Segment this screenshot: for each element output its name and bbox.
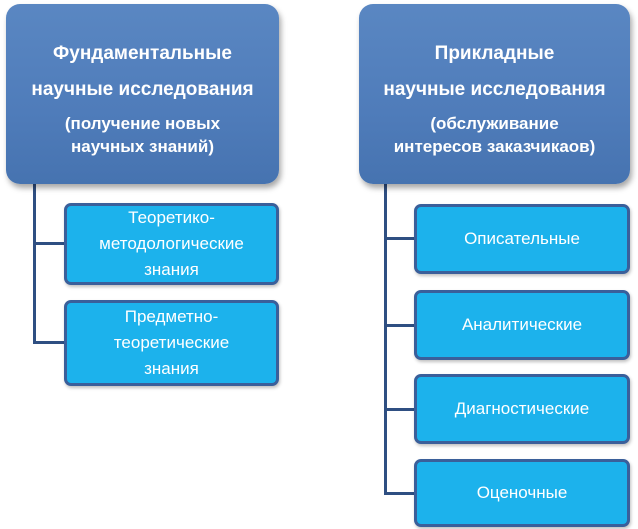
fundamental-research-subtitle-line-2: научных знаний) xyxy=(70,137,214,156)
diagnostic-box: Диагностические xyxy=(414,374,630,444)
child-label-line: методологические xyxy=(99,234,244,253)
applied-research-header: Прикладные научные исследования (обслужи… xyxy=(359,4,630,184)
right-tree-trunk xyxy=(384,184,387,495)
theoretical-methodological-knowledge-box: Теоретико- методологические знания xyxy=(64,203,279,285)
child-label-line: знания xyxy=(144,260,199,279)
child-label-line: знания xyxy=(144,359,199,378)
left-tree-trunk xyxy=(33,184,36,344)
fundamental-research-title-line-1: Фундаментальные xyxy=(53,43,232,64)
child-label-line: Диагностические xyxy=(454,399,590,418)
fundamental-research-header: Фундаментальные научные исследования (по… xyxy=(6,4,279,184)
applied-research-subtitle-line-1: (обслуживание xyxy=(430,114,559,133)
left-tree-branch-0 xyxy=(33,242,64,245)
left-tree-branch-1 xyxy=(33,341,64,344)
child-label-line: Описательные xyxy=(464,229,580,248)
child-label-line: Теоретико- xyxy=(128,208,215,227)
descriptive-box: Описательные xyxy=(414,204,630,274)
evaluative-box: Оценочные xyxy=(414,459,630,527)
child-label-line: Аналитические xyxy=(461,315,583,334)
applied-research-title-line-2: научные исследования xyxy=(383,79,606,100)
fundamental-research-title-line-2: научные исследования xyxy=(31,79,254,100)
right-tree-branch-1 xyxy=(384,324,414,327)
analytical-box: Аналитические xyxy=(414,290,630,360)
right-tree-branch-2 xyxy=(384,408,414,411)
child-label-line: Оценочные xyxy=(476,483,568,502)
subject-theoretical-knowledge-box: Предметно- теоретические знания xyxy=(64,300,279,386)
child-label-line: теоретические xyxy=(113,333,230,352)
applied-research-subtitle-line-2: интересов заказчикаов) xyxy=(393,137,596,156)
child-label-line: Предметно- xyxy=(124,307,219,326)
right-tree-branch-3 xyxy=(384,492,414,495)
fundamental-research-subtitle-line-1: (получение новых xyxy=(64,114,221,133)
applied-research-title-line-1: Прикладные xyxy=(434,43,555,64)
right-tree-branch-0 xyxy=(384,237,414,240)
